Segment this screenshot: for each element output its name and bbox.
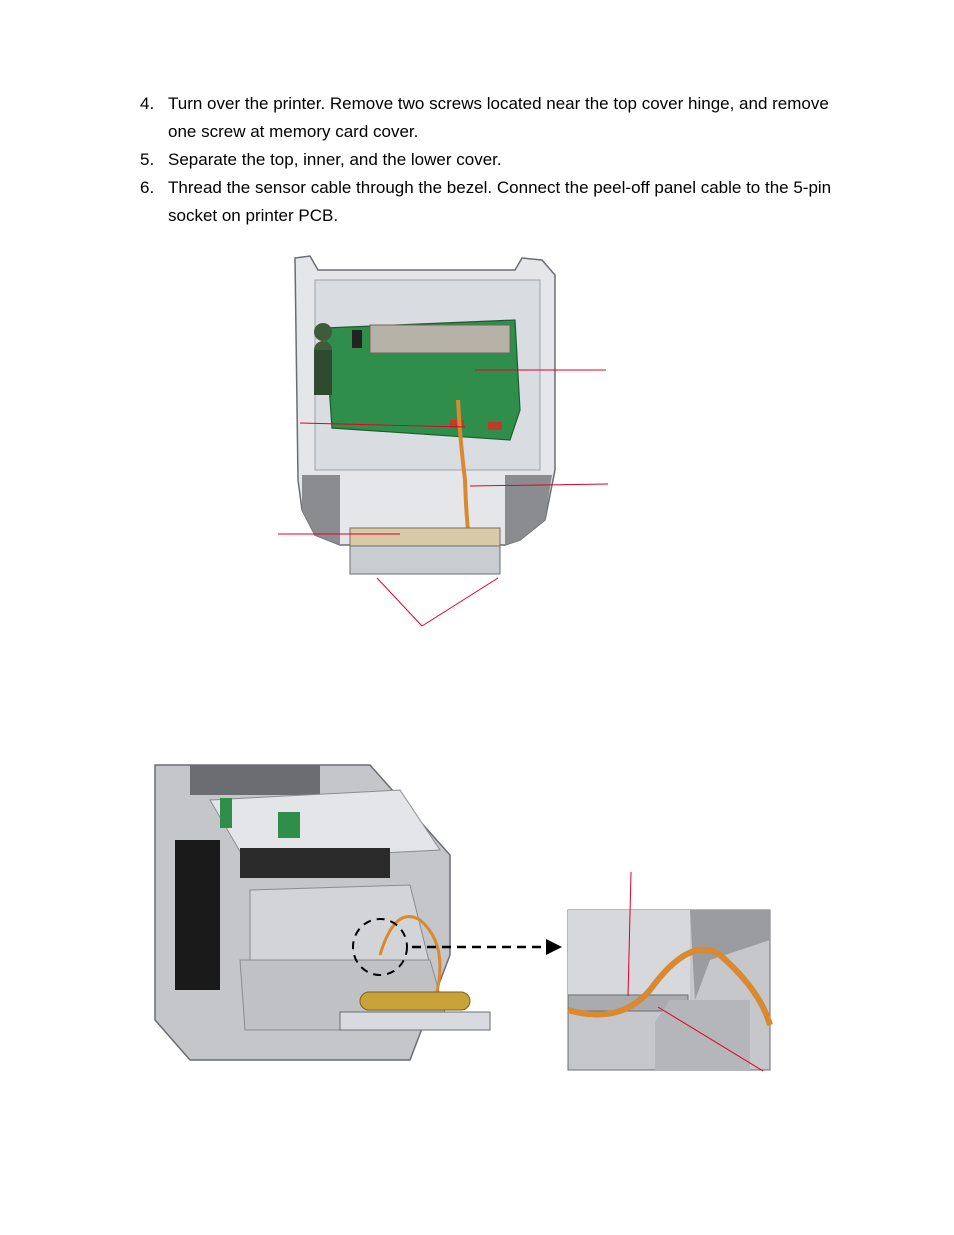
printer-pcb-figure xyxy=(278,255,609,627)
step-number: 4. xyxy=(140,94,155,113)
step-5: 5. Separate the top, inner, and the lowe… xyxy=(140,146,840,174)
peel-off-assembly-figure xyxy=(154,764,773,1072)
step-6: 6. Thread the sensor cable through the b… xyxy=(140,174,840,230)
step-text: Separate the top, inner, and the lower c… xyxy=(168,150,502,169)
step-text: Turn over the printer. Remove two screws… xyxy=(168,94,829,141)
step-4: 4. Turn over the printer. Remove two scr… xyxy=(140,90,840,146)
step-text: Thread the sensor cable through the beze… xyxy=(168,178,832,225)
instruction-steps: 4. Turn over the printer. Remove two scr… xyxy=(140,90,840,230)
step-number: 5. xyxy=(140,150,155,169)
step-number: 6. xyxy=(140,178,155,197)
